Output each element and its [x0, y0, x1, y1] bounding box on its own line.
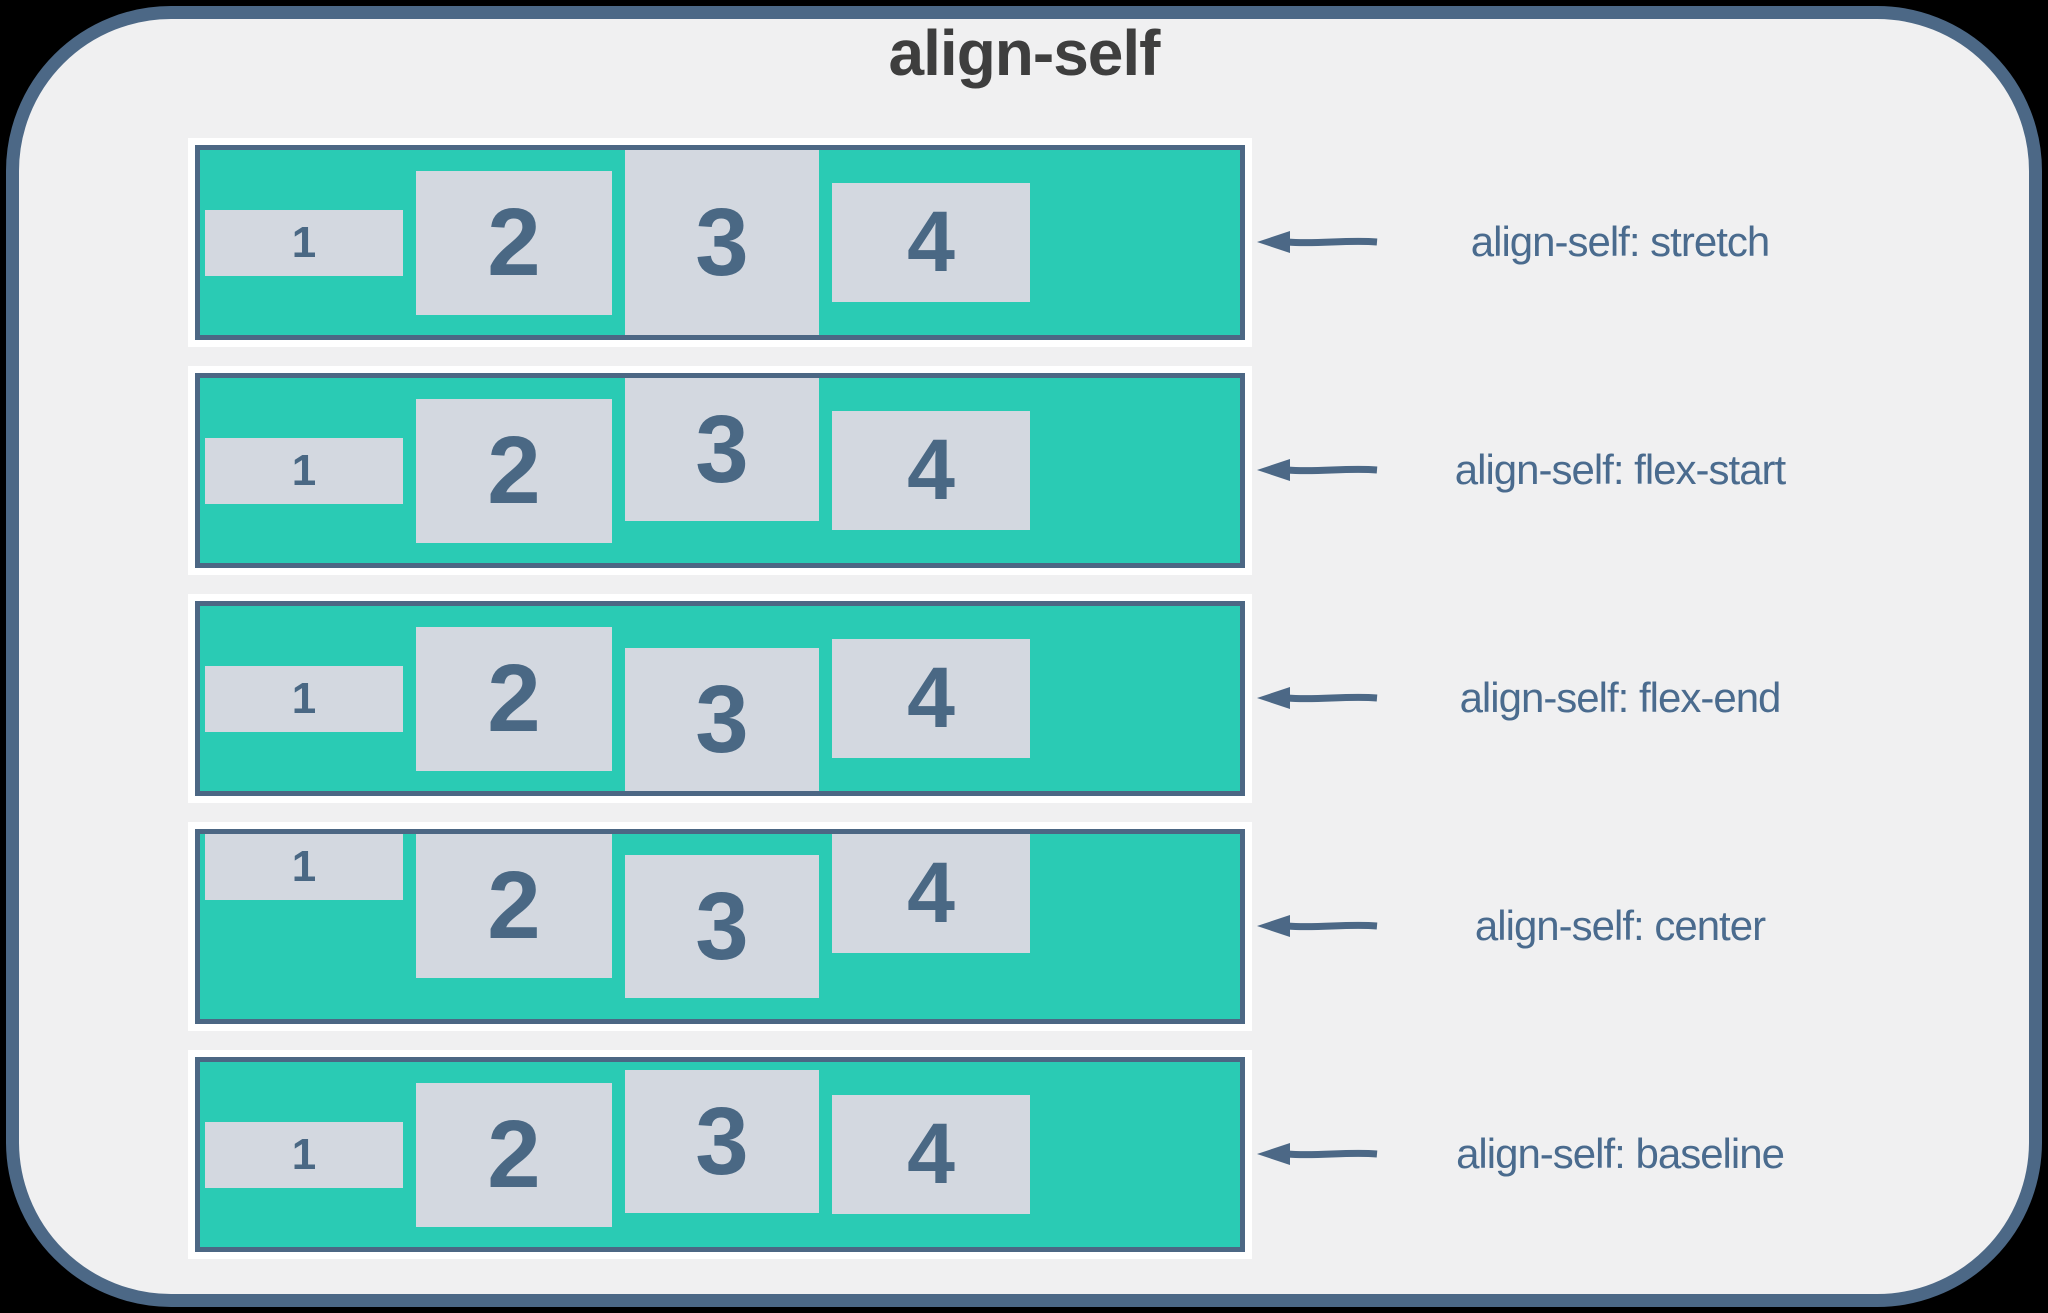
- row-frame-baseline: 1 2 3 4: [188, 1050, 1252, 1259]
- flex-item-1: 1: [205, 665, 403, 732]
- flex-container-center: 1 2 3 4: [195, 829, 1245, 1024]
- left-arrow-icon: [1257, 459, 1378, 481]
- row-label: align-self: stretch: [1470, 218, 1770, 265]
- flex-item-1: 1: [205, 437, 403, 504]
- flex-item-3: 3: [625, 855, 819, 998]
- row-label: align-self: flex-start: [1454, 446, 1786, 493]
- flex-item-4: 4: [832, 183, 1030, 302]
- row-frame-flex-start: 1 2 3 4: [188, 366, 1252, 575]
- flex-item-3: 3: [625, 1070, 819, 1213]
- flex-item-2: 2: [416, 398, 612, 543]
- left-arrow-icon: [1257, 915, 1378, 937]
- flex-rows-area: 1 2 3 4 1 2 3 4 1 2 3 4 1: [188, 138, 1252, 1278]
- page-title: align-self: [888, 17, 1161, 89]
- row-label: align-self: baseline: [1456, 1130, 1785, 1177]
- flex-item-2: 2: [416, 626, 612, 771]
- flex-container-flex-start: 1 2 3 4: [195, 373, 1245, 568]
- row-frame-stretch: 1 2 3 4: [188, 138, 1252, 347]
- flex-item-2: 2: [416, 170, 612, 315]
- flex-item-3: 3: [625, 648, 819, 791]
- flex-container-flex-end: 1 2 3 4: [195, 601, 1245, 796]
- row-label: align-self: flex-end: [1459, 674, 1782, 721]
- row-frame-center: 1 2 3 4: [188, 822, 1252, 1031]
- flex-item-2: 2: [416, 1082, 612, 1227]
- row-label: align-self: center: [1474, 902, 1766, 949]
- flex-item-2: 2: [416, 834, 612, 978]
- flex-container-baseline: 1 2 3 4: [195, 1057, 1245, 1252]
- row-frame-flex-end: 1 2 3 4: [188, 594, 1252, 803]
- left-arrow-icon: [1257, 231, 1378, 253]
- flex-item-3: 3: [625, 150, 819, 335]
- annotation-flex-end: align-self: flex-end: [1255, 673, 1865, 723]
- flex-item-4: 4: [832, 834, 1030, 953]
- annotation-stretch: align-self: stretch: [1255, 217, 1865, 267]
- flex-item-3: 3: [625, 378, 819, 521]
- annotation-baseline: align-self: baseline: [1255, 1129, 1865, 1179]
- flex-item-1: 1: [205, 834, 403, 900]
- annotation-center: align-self: center: [1255, 901, 1865, 951]
- flex-item-4: 4: [832, 1095, 1030, 1214]
- annotation-flex-start: align-self: flex-start: [1255, 445, 1865, 495]
- left-arrow-icon: [1257, 1143, 1378, 1165]
- flex-item-1: 1: [205, 209, 403, 276]
- flex-container-stretch: 1 2 3 4: [195, 145, 1245, 340]
- flex-item-1: 1: [205, 1121, 403, 1188]
- flex-item-4: 4: [832, 639, 1030, 758]
- flex-item-4: 4: [832, 411, 1030, 530]
- left-arrow-icon: [1257, 687, 1378, 709]
